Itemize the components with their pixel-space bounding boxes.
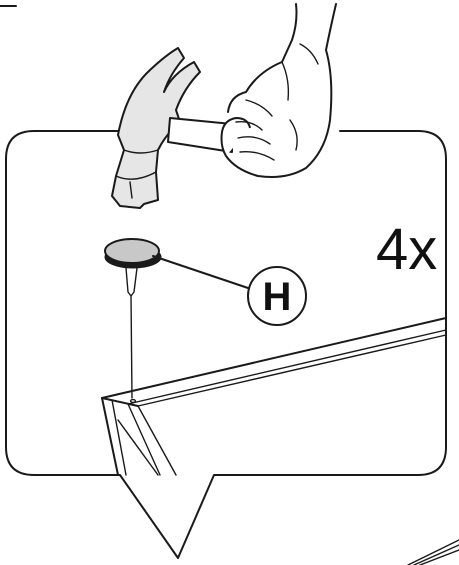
guide-line bbox=[130, 295, 133, 399]
nail-icon bbox=[104, 238, 162, 297]
frame-corner-icon bbox=[101, 317, 447, 476]
part-label-circle bbox=[247, 266, 307, 326]
nail-hole bbox=[129, 398, 137, 404]
hammer-icon bbox=[111, 47, 233, 209]
quantity-label: 4x bbox=[376, 217, 437, 282]
hand-glove-icon bbox=[220, 3, 337, 178]
callout-bubble-frame bbox=[5, 130, 447, 559]
leader-line bbox=[152, 255, 249, 289]
part-label: H bbox=[263, 275, 292, 319]
pencil-fragment bbox=[407, 539, 459, 565]
